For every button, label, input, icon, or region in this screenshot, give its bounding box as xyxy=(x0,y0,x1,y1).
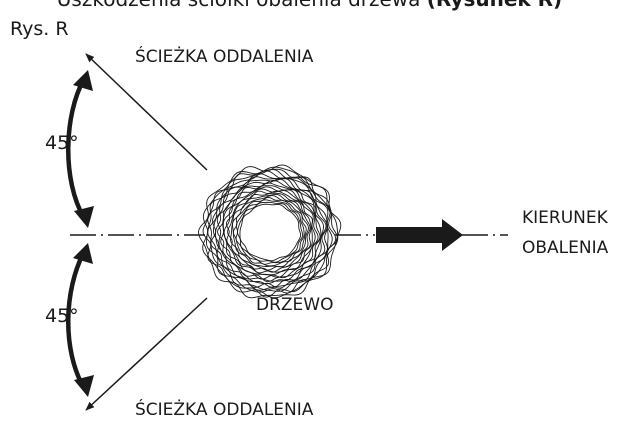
tree-ring xyxy=(240,204,301,261)
felling-direction-label-line2: OBALENIA xyxy=(522,238,608,258)
tree-rings xyxy=(198,165,340,298)
angle-bottom-label: 45° xyxy=(45,306,79,326)
angle-arc-top-head-down xyxy=(74,206,94,228)
felling-direction-arrow xyxy=(376,219,463,251)
felling-direction-label-line1: KIERUNEK xyxy=(522,208,608,228)
figure-label: Rys. R xyxy=(10,18,69,40)
angle-arc-top-head-up xyxy=(73,70,93,91)
angle-top-label: 45° xyxy=(45,133,79,153)
retreat-path-bottom-label: ŚCIEŻKA ODDALENIA xyxy=(135,400,313,420)
tree-ring xyxy=(231,194,310,270)
retreat-path-top-label: ŚCIEŻKA ODDALENIA xyxy=(135,47,313,67)
tree-ring xyxy=(238,202,303,262)
tree-label: DRZEWO xyxy=(256,295,333,315)
angle-arc-bottom-head-up xyxy=(73,243,93,264)
retreat-arrow-top xyxy=(86,54,207,170)
retreat-arrow-bottom xyxy=(86,298,207,410)
